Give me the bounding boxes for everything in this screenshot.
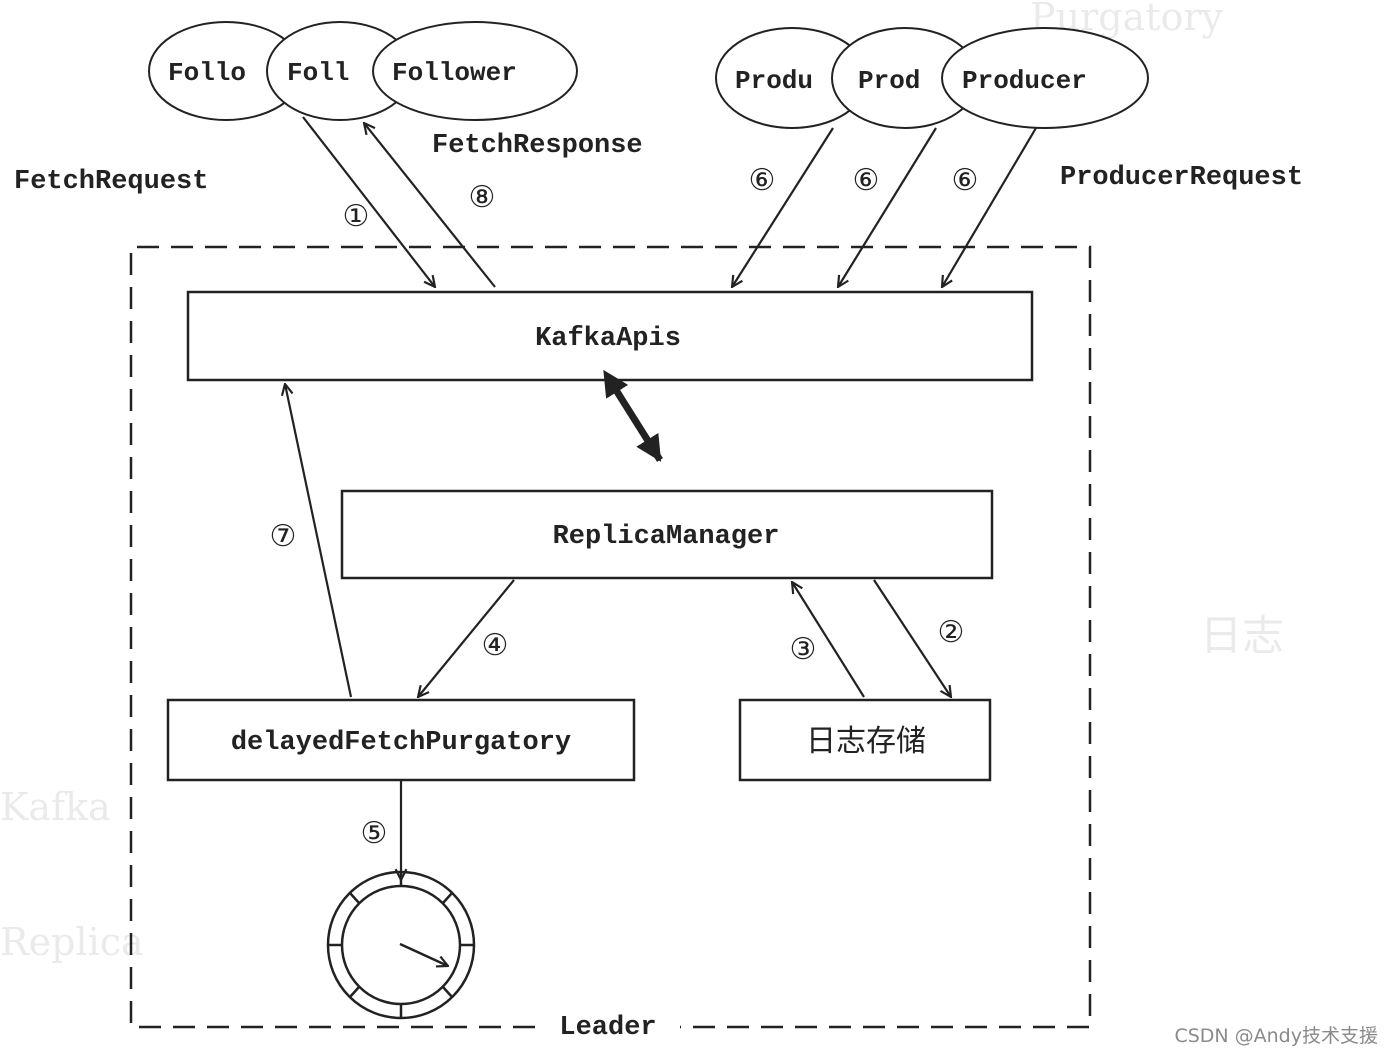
arrow-produce-3 xyxy=(942,127,1037,287)
arrow-produce-1 xyxy=(732,127,834,287)
step-6c-label: ⑥ xyxy=(952,163,979,198)
producer-node-1-label: Produ xyxy=(735,66,813,96)
arrow-fetch-response xyxy=(364,123,496,288)
timing-wheel-icon xyxy=(326,870,476,1020)
follower-group: Follo Foll Follower xyxy=(148,21,578,121)
follower-node-3 xyxy=(372,21,578,121)
fetch-request-label: FetchRequest xyxy=(14,167,208,197)
step-4-label: ④ xyxy=(482,628,509,663)
svg-text:日志: 日志 xyxy=(1200,611,1284,660)
arrow-fetch-request xyxy=(302,116,435,287)
log-storage-label: 日志存储 xyxy=(806,724,926,759)
follower-node-1-label: Follo xyxy=(168,58,246,88)
leader-label: Leader xyxy=(559,1013,656,1043)
log-storage-box xyxy=(738,698,992,782)
step-6b-label: ⑥ xyxy=(853,163,880,198)
kafka-apis-label: KafkaApis xyxy=(535,324,681,354)
producer-node-3 xyxy=(941,27,1149,129)
svg-text:Replica: Replica xyxy=(0,920,144,964)
replica-manager-label: ReplicaManager xyxy=(553,522,780,552)
step-6a-label: ⑥ xyxy=(749,163,776,198)
producer-node-3-label: Producer xyxy=(962,66,1087,96)
arrow-produce-2 xyxy=(838,127,937,287)
step-1-label: ① xyxy=(343,199,370,234)
delayed-fetch-purgatory-box xyxy=(166,698,636,782)
follower-node-3-label: Follower xyxy=(392,58,517,88)
step-8-label: ⑧ xyxy=(469,180,496,215)
step-markers: ① ⑧ ⑥ ⑥ ⑥ ⑦ ④ ③ ② ⑤ xyxy=(270,163,979,851)
replica-manager-box xyxy=(340,489,994,580)
step-2-label: ② xyxy=(938,615,965,650)
step-5-label: ⑤ xyxy=(361,816,388,851)
follower-node-2-label: Foll xyxy=(287,58,349,88)
step-3-label: ③ xyxy=(790,632,817,667)
arrow-log-to-replica xyxy=(792,582,865,698)
arrow-purgatory-to-kafka-apis xyxy=(285,384,353,698)
fetch-response-label: FetchResponse xyxy=(432,131,643,161)
producer-group: Produ Prod Producer xyxy=(715,27,1149,129)
delayed-fetch-purgatory-label: delayedFetchPurgatory xyxy=(231,728,571,758)
svg-text:Kafka: Kafka xyxy=(0,785,111,829)
producer-node-2-label: Prod xyxy=(858,66,920,96)
arrow-replica-to-log xyxy=(873,579,951,697)
step-7-label: ⑦ xyxy=(270,519,297,554)
background-bleed-through: Purgatory 日志 Kafka Replica xyxy=(0,0,1284,964)
arrow-kafka-apis-replica-manager xyxy=(603,369,663,462)
arrow-replica-to-purgatory xyxy=(418,579,515,697)
kafka-apis-box xyxy=(186,290,1034,382)
csdn-watermark: CSDN @Andy技术支援 xyxy=(1174,1025,1378,1047)
producer-request-label: ProducerRequest xyxy=(1060,163,1303,193)
